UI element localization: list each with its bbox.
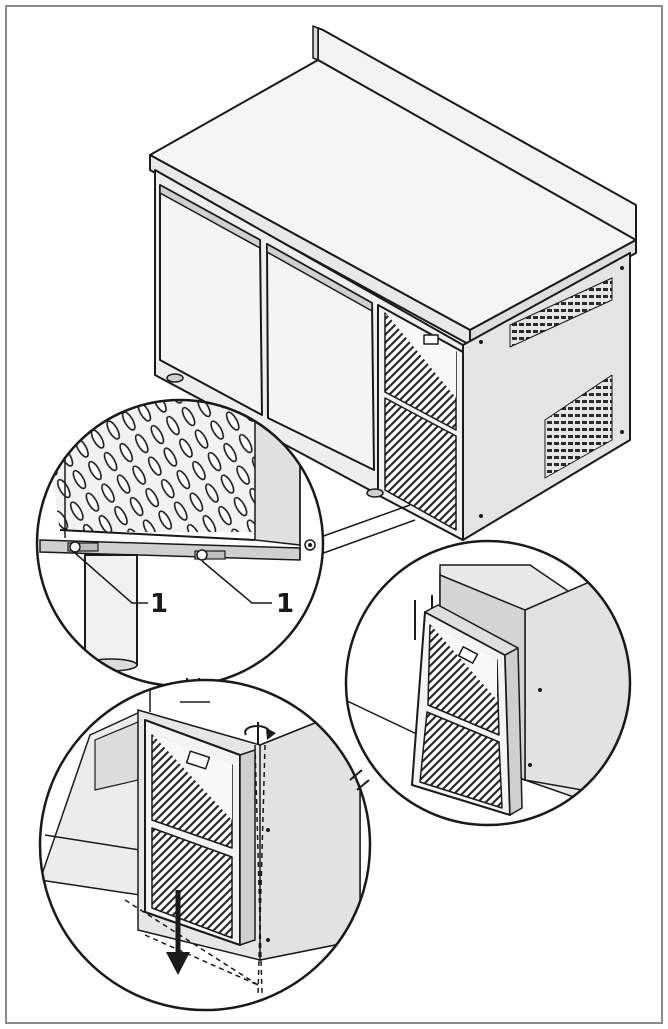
removed-grille-panel [411,604,523,816]
refrigerated-counter [149,25,637,541]
detail-circle-screws: 1 1 [35,398,325,688]
grille-panel-in-place [144,719,256,946]
page-frame [5,5,663,1024]
screw-left [67,541,99,553]
side-vent-upper [509,277,613,348]
rotation-guide [124,744,266,996]
detail-leader-upper [317,504,411,539]
callout-label-left: 1 [150,589,168,619]
detail-leader-lower [317,519,416,556]
connector-bottom-right [349,769,370,791]
callout-leader-right [201,560,272,604]
callout-leader-left [74,552,148,604]
detail-circle-removal-step [38,678,372,1012]
screw-right [194,549,226,561]
rotate-arrow-icon [244,722,276,745]
side-vent-lower [544,374,613,479]
callout-label-right: 1 [276,589,294,619]
down-arrow-icon [166,890,190,975]
detail-circle-panel-removed [344,539,632,827]
